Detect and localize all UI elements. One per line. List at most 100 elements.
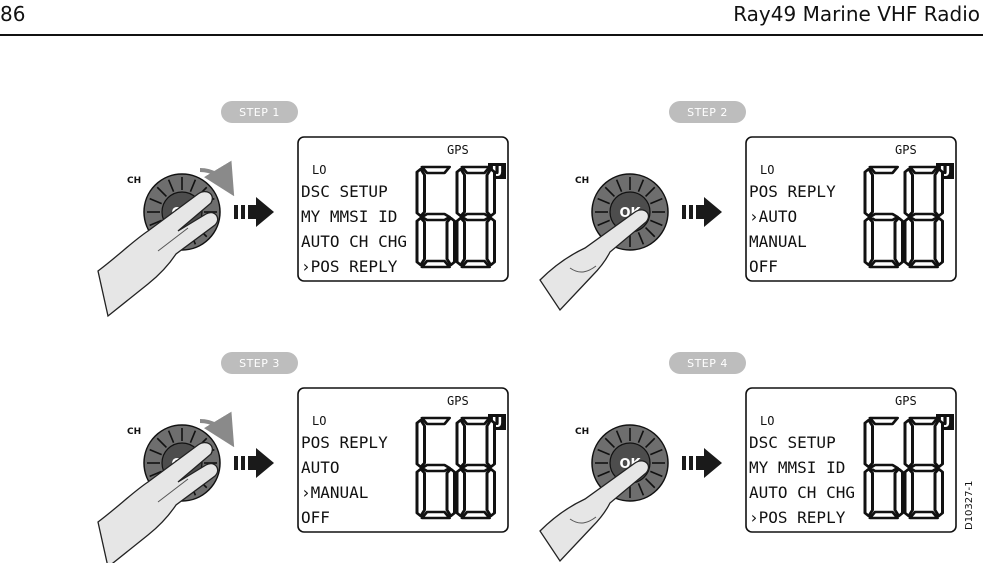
- arrow-dash: [682, 205, 686, 219]
- hand-shape: [539, 209, 650, 312]
- hand-icon: [539, 209, 650, 312]
- hand-group: [539, 460, 650, 563]
- menu-line: AUTO CH CHG: [301, 232, 407, 251]
- digit-segment: [933, 167, 944, 218]
- knob-ridge: [637, 232, 645, 245]
- knob-ridge: [615, 179, 623, 192]
- menu-line: MY MMSI ID: [301, 207, 397, 226]
- hand-group: [97, 190, 219, 318]
- knob-ridge: [189, 430, 197, 443]
- knob-ridge: [650, 219, 663, 227]
- finger-crease: [157, 478, 189, 503]
- knob-ridge: [597, 197, 610, 205]
- digit-segment: [908, 416, 939, 426]
- knob-ridge: [167, 430, 175, 443]
- hand-group: [539, 209, 650, 312]
- knob-ridge: [650, 470, 663, 478]
- menu-line: MANUAL: [749, 232, 807, 251]
- ch-label: CH: [575, 176, 589, 186]
- knob-ridge: [644, 226, 656, 238]
- page-number: 86: [0, 2, 26, 26]
- lo-indicator: LO: [760, 163, 774, 177]
- ch-label: CH: [127, 176, 141, 186]
- lo-indicator: LO: [312, 163, 326, 177]
- knob-ridge: [149, 197, 162, 205]
- digit-segment: [908, 259, 939, 269]
- knob-ridge: [597, 470, 610, 478]
- digit-segment: [420, 510, 451, 520]
- digit-segment: [863, 167, 874, 218]
- digit-segment: [415, 216, 426, 267]
- digit-segment: [863, 418, 874, 469]
- hand-group: [97, 441, 219, 563]
- digit-segment: [933, 418, 944, 469]
- knob-ridge: [604, 437, 616, 449]
- gps-indicator: GPS: [447, 394, 469, 408]
- arrow-dash: [248, 456, 256, 470]
- knob-ridge: [644, 186, 656, 198]
- digit-segment: [485, 418, 496, 469]
- knob-ridge: [637, 179, 645, 192]
- rotate-arrow-icon: [199, 160, 235, 197]
- digit-segment: [903, 167, 914, 218]
- knob-ridge: [149, 448, 162, 456]
- digit-segment: [455, 467, 466, 518]
- digit-segment: [460, 416, 491, 426]
- knob-ridge: [644, 437, 656, 449]
- digit-segment: [868, 259, 899, 269]
- digit-segment: [908, 165, 939, 175]
- menu-line: MY MMSI ID: [749, 458, 845, 477]
- u-badge-label: U: [940, 165, 951, 180]
- menu-line: POS REPLY: [301, 433, 388, 452]
- digit-segment: [933, 467, 944, 518]
- step-pill: [669, 101, 746, 123]
- digit-segment: [455, 216, 466, 267]
- step-pill: [669, 352, 746, 374]
- knob-ridge: [604, 186, 616, 198]
- arrow-dash: [696, 456, 704, 470]
- arrow-dash: [234, 205, 238, 219]
- digit-segment: [868, 416, 899, 426]
- hand-shape: [97, 441, 219, 563]
- channel-digit: [415, 165, 456, 269]
- finger-crease: [569, 516, 597, 524]
- knob-ridge: [149, 470, 162, 478]
- knob-ridge: [637, 483, 645, 496]
- digit-segment: [460, 259, 491, 269]
- step-label: STEP 3: [239, 357, 280, 370]
- page-header: 86 Ray49 Marine VHF Radio: [0, 0, 983, 36]
- menu-line: POS REPLY: [749, 182, 836, 201]
- step-pill: [221, 352, 298, 374]
- step-3-panel: STEP 3CHOKGPSULOPOS REPLY AUTO›MANUAL OF…: [97, 352, 509, 563]
- arrow-dash: [241, 205, 245, 219]
- digit-segment: [420, 212, 451, 222]
- knob-ridge: [597, 219, 610, 227]
- knob-ridge: [650, 197, 663, 205]
- digit-segment: [460, 510, 491, 520]
- digit-segment: [460, 463, 491, 473]
- arrow-dash: [689, 205, 693, 219]
- knob-ridge: [650, 448, 663, 456]
- knob-ridge: [167, 179, 175, 192]
- digit-segment: [908, 463, 939, 473]
- digit-segment: [415, 418, 426, 469]
- knob-ridge: [644, 477, 656, 489]
- forward-arrow-icon: [256, 197, 274, 227]
- arrow-dash: [689, 456, 693, 470]
- arrow-dash: [234, 456, 238, 470]
- digit-segment: [868, 510, 899, 520]
- digit-segment: [903, 418, 914, 469]
- channel-digit: [903, 165, 944, 269]
- digit-segment: [908, 212, 939, 222]
- hand-shape: [539, 460, 650, 563]
- rotate-arrow-icon: [199, 411, 235, 448]
- digit-segment: [868, 165, 899, 175]
- digit-segment: [863, 467, 874, 518]
- forward-arrow-icon: [704, 197, 722, 227]
- digit-segment: [863, 216, 874, 267]
- hand-icon: [97, 190, 219, 318]
- step-1-panel: STEP 1CHOKGPSULODSC SETUP MY MMSI ID AUT…: [97, 101, 509, 318]
- arrow-dash: [248, 205, 256, 219]
